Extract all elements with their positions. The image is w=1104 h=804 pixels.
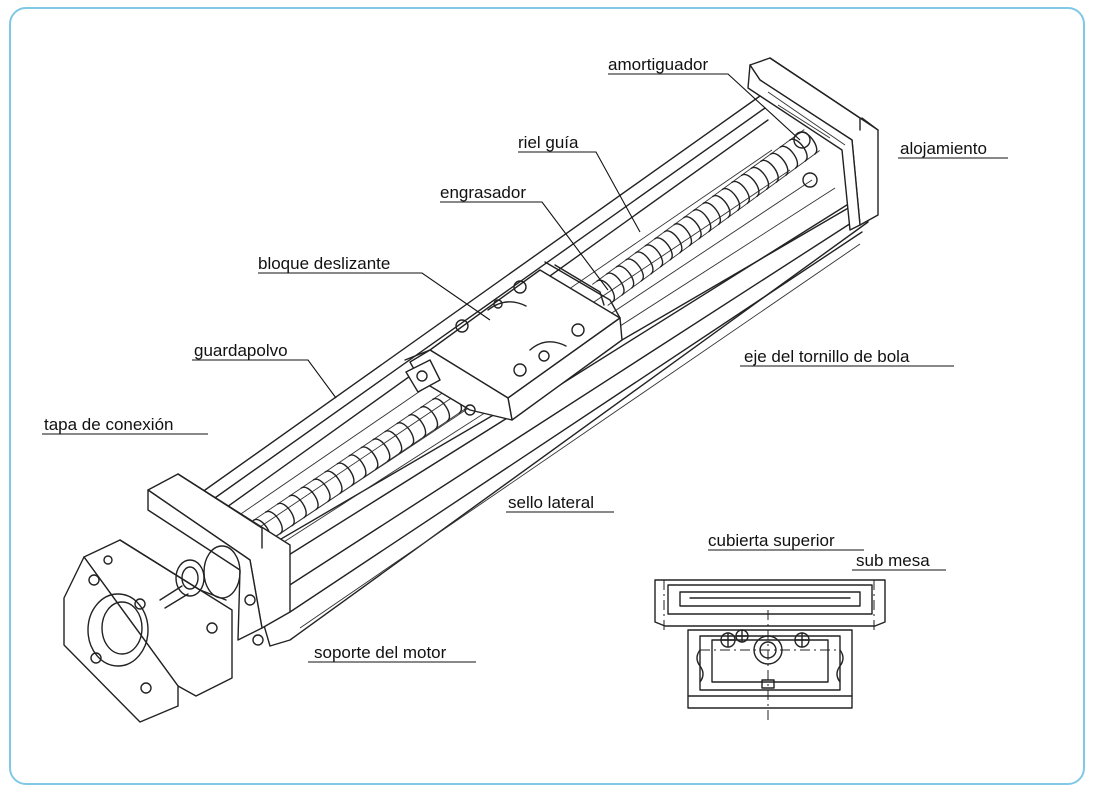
screw-thread [606,272,625,296]
screw-thread [288,494,307,519]
screw-thread [644,244,664,268]
screw-thread [372,438,391,462]
screw-thread [348,454,367,479]
screw-thread [760,159,779,183]
screw-thread [721,187,741,212]
screw-thread [702,201,721,226]
screw-thread [769,152,789,176]
screw-thread [324,470,343,495]
screw-thread [264,510,283,535]
screw-thread [625,258,644,282]
screw-thread [789,138,808,162]
label-sello-lateral: sello lateral [508,493,594,512]
label-cubierta-superior: cubierta superior [708,531,835,550]
slide-block [404,261,623,421]
leader-lines [42,73,1008,663]
label-engrasador: engrasador [440,183,526,202]
label-amortiguador: amortiguador [608,55,709,74]
screw-thread [615,265,635,289]
screw-thread [779,145,799,169]
frame-border [9,7,1085,785]
screw-thread [750,166,770,190]
screw-thread [663,230,683,254]
screw-thread [396,422,415,446]
screw-edge [262,400,478,547]
motor-mount [63,473,291,723]
screw-edge [247,378,463,525]
screw-thread [634,251,654,275]
label-bloque-deslizante: bloque deslizante [258,254,390,273]
screw-thread [673,223,693,247]
cross-section [654,579,886,720]
screw-thread [654,237,673,261]
screw-thread [360,446,379,470]
screw-thread [276,502,295,527]
screw-thread [683,216,702,240]
screw-thread [731,180,750,205]
ball-screw [247,129,820,547]
label-alojamiento: alojamiento [900,139,987,158]
screw-thread [336,462,355,487]
screw-thread [312,478,331,503]
labels: amortiguador alojamiento riel guía engra… [44,55,987,662]
label-sub-mesa: sub mesa [856,551,930,570]
screw-thread [420,406,439,430]
housing [747,57,879,231]
screw-thread [300,486,319,511]
label-tapa-conexion: tapa de conexión [44,415,174,434]
screw-thread [596,279,615,303]
screw-thread [384,430,403,454]
label-guardapolvo: guardapolvo [194,341,288,360]
screw-thread [408,414,427,438]
label-soporte-motor: soporte del motor [314,643,447,662]
screw-thread [740,173,760,197]
label-riel-guia: riel guía [518,133,579,152]
screw-thread [692,209,712,233]
screw-thread [432,397,451,422]
label-eje-tornillo: eje del tornillo de bola [744,347,910,366]
screw-thread [712,194,731,219]
